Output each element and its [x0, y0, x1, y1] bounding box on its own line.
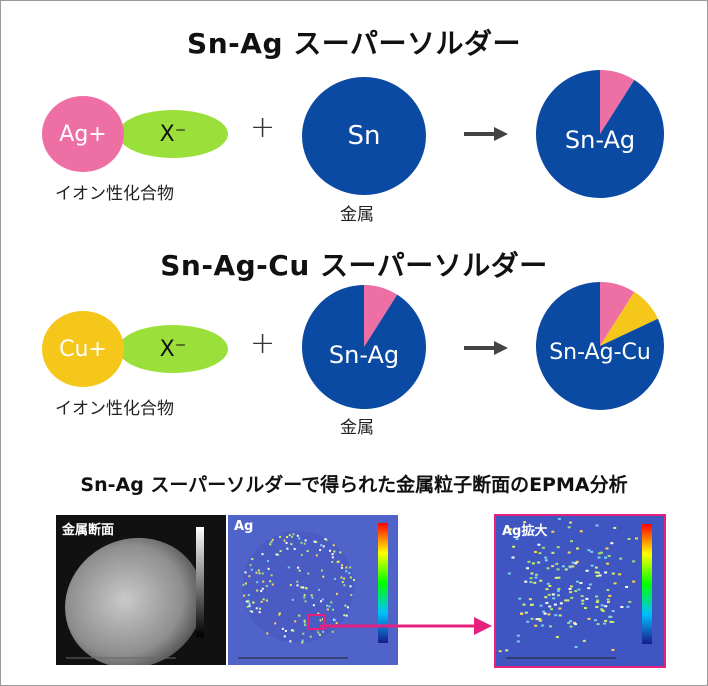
- pie-slice-ag: [600, 282, 635, 346]
- row2-metal-caption: 金属: [340, 418, 374, 438]
- row1-result-pie-slices: [536, 70, 664, 198]
- row2-ion-caption: イオン性化合物: [55, 399, 174, 419]
- row1-arrow: [464, 127, 508, 141]
- row1-cation-circle: Ag+: [42, 96, 124, 172]
- pie-slice-ag: [600, 70, 635, 134]
- cross-section-label: 金属断面: [62, 523, 115, 538]
- row1-plus: +: [250, 110, 276, 145]
- pie-slice-ag: [364, 285, 398, 347]
- row1-title: Sn-Ag スーパーソルダー: [187, 27, 521, 60]
- row1-result-label: Sn-Ag: [564, 126, 636, 154]
- cross-section-image: [65, 527, 204, 665]
- pie-slice-sn: [302, 285, 426, 409]
- row1-metal-circle: Sn: [302, 77, 426, 195]
- ag-map-label: Ag: [234, 519, 254, 534]
- row2-plus: +: [250, 326, 276, 361]
- row2-arrow: [464, 341, 508, 355]
- row1-cation-label: Ag+: [59, 121, 107, 147]
- row2-result-pie-slices: [536, 282, 664, 410]
- ag-enlarged-label: Ag拡大: [502, 524, 548, 539]
- row1-metal-label: Sn: [347, 121, 381, 151]
- row1-anion-ellipse: X⁻: [118, 110, 228, 158]
- row2-metal-label: Sn-Ag: [328, 341, 400, 369]
- row2-metal-pie: [302, 285, 426, 409]
- row1-metal-caption: 金属: [340, 205, 374, 225]
- epma-panel-ag-map: Ag: [228, 515, 398, 665]
- row1-anion-label: X⁻: [159, 121, 187, 147]
- ag-enlarged-image: [498, 517, 652, 659]
- ag-map-image: [238, 523, 388, 659]
- pie-slice-sn: [536, 70, 664, 198]
- pie-slice-cu: [600, 291, 658, 346]
- zoom-connector-arrow: [320, 617, 492, 635]
- row2-metal-pie-slices: [302, 285, 426, 409]
- row2-cation-circle: Cu+: [42, 311, 124, 387]
- pie-slice-sn: [536, 282, 664, 410]
- row2-cation-label: Cu+: [59, 336, 107, 362]
- row2-anion-label: X⁻: [159, 336, 187, 362]
- epma-panel-cross-section: 金属断面: [56, 515, 226, 665]
- row2-title: Sn-Ag-Cu スーパーソルダー: [160, 249, 548, 282]
- row1-result-pie: [536, 70, 664, 198]
- row2-result-label: Sn-Ag-Cu: [549, 340, 651, 365]
- row1-ion-caption: イオン性化合物: [55, 184, 174, 204]
- row2-result-pie: [536, 282, 664, 410]
- epma-caption: Sn-Ag スーパーソルダーで得られた金属粒子断面のEPMA分析: [80, 474, 628, 496]
- row2-anion-ellipse: X⁻: [118, 325, 228, 373]
- epma-panel-ag-enlarged: Ag拡大: [494, 514, 666, 668]
